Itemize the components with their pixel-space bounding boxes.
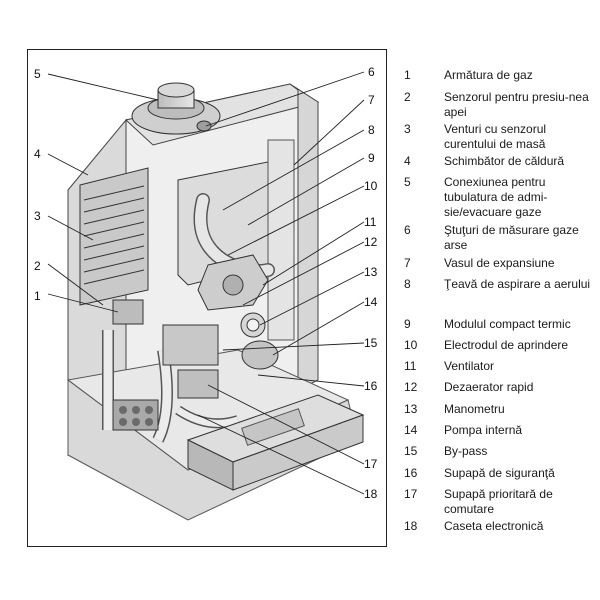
callout-17: 17 xyxy=(364,457,378,471)
legend-number: 14 xyxy=(404,423,418,437)
hydraulic-block xyxy=(162,324,219,366)
legend-number: 4 xyxy=(404,154,411,168)
legend-text: Ventilator xyxy=(444,359,495,373)
pump xyxy=(241,340,279,370)
legend-text: Vasul de expansiune xyxy=(444,256,555,270)
callout-2: 2 xyxy=(34,259,41,273)
legend-text: Schimbător de căldură xyxy=(444,154,565,168)
callout-13: 13 xyxy=(364,265,378,279)
legend-number: 3 xyxy=(404,122,411,136)
legend-text: By-pass xyxy=(444,444,488,458)
legend-number: 5 xyxy=(404,175,411,189)
legend-number: 2 xyxy=(404,90,411,104)
callout-14: 14 xyxy=(364,295,378,309)
legend-text: Armătura de gaz xyxy=(444,68,533,82)
legend-number: 6 xyxy=(404,223,411,237)
legend-text: Senzorul pentru presiu-nea apei xyxy=(444,90,589,119)
legend-number: 7 xyxy=(404,256,411,270)
legend-number: 15 xyxy=(404,444,418,458)
legend-number: 11 xyxy=(404,359,417,373)
callout-9: 9 xyxy=(368,151,375,165)
legend-number: 17 xyxy=(404,487,418,501)
heat-exchanger xyxy=(79,167,149,306)
legend-text: Electrodul de aprindere xyxy=(444,338,569,352)
flue-port xyxy=(196,120,212,132)
legend-number: 12 xyxy=(404,380,418,394)
fan-hub xyxy=(222,274,244,296)
legend-number: 9 xyxy=(404,317,411,331)
legend-number: 13 xyxy=(404,402,418,416)
callout-7: 7 xyxy=(368,93,375,107)
electronics-box-side xyxy=(232,414,364,491)
diverter-valve xyxy=(177,369,219,399)
legend-text: Conexiunea pentru tubulatura de admi-sie… xyxy=(444,175,548,219)
legend-text: Caseta electronică xyxy=(444,519,544,533)
legend-text: Ţeavă de aspirare a aerului xyxy=(444,277,591,291)
callout-6: 6 xyxy=(368,65,375,79)
callout-8: 8 xyxy=(368,123,375,137)
legend-number: 18 xyxy=(404,519,418,533)
expansion-vessel xyxy=(267,139,295,341)
legend-number: 8 xyxy=(404,277,411,291)
legend-text: Pompa internă xyxy=(444,423,523,437)
boiler-illustration xyxy=(47,71,365,521)
callout-18: 18 xyxy=(364,487,378,501)
legend-text: Modulul compact termic xyxy=(444,317,571,331)
callout-12: 12 xyxy=(364,235,378,249)
callout-3: 3 xyxy=(34,209,41,223)
legend-number: 16 xyxy=(404,466,418,480)
base-lip xyxy=(67,379,359,521)
legend-number: 1 xyxy=(404,68,411,82)
callout-16: 16 xyxy=(364,379,378,393)
legend-text: Manometru xyxy=(444,402,505,416)
leader-lines xyxy=(47,71,365,495)
legend-text: Dezaerator rapid xyxy=(444,380,534,394)
callout-10: 10 xyxy=(364,179,378,193)
callout-1: 1 xyxy=(34,289,41,303)
callout-5: 5 xyxy=(34,67,41,81)
legend-text: Supapă de siguranţă xyxy=(444,466,555,480)
diagram-frame: 1 2 3 4 5 6 7 8 9 10 11 12 13 14 15 16 1… xyxy=(27,49,387,547)
legend-text: Venturi cu senzorul curentului de masă xyxy=(444,122,547,151)
legend-number: 10 xyxy=(404,338,418,352)
callout-4: 4 xyxy=(34,147,41,161)
callout-11: 11 xyxy=(364,215,377,229)
flue-top xyxy=(157,82,195,98)
callout-15: 15 xyxy=(364,336,378,350)
legend-text: Ştuţuri de măsurare gaze arse xyxy=(444,223,579,252)
legend-text: Supapă prioritară de comutare xyxy=(444,487,553,516)
